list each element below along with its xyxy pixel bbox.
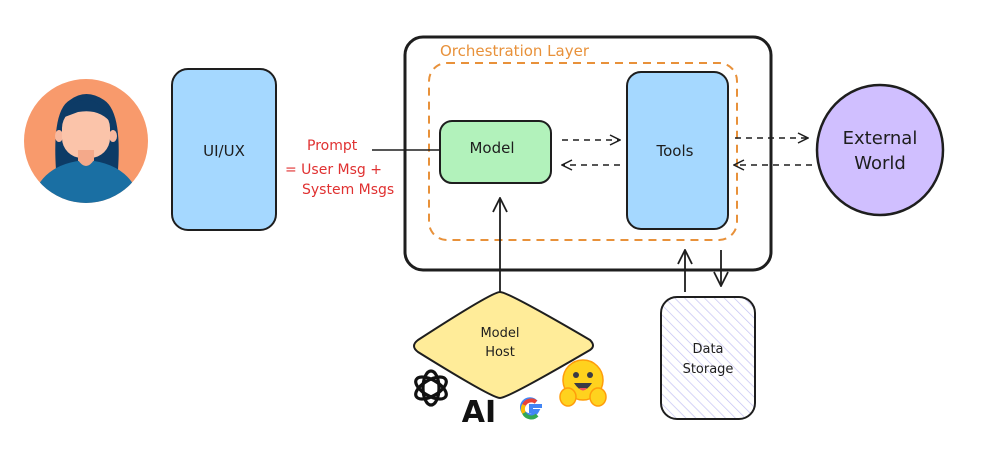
user-avatar: [24, 79, 148, 203]
model-label: Model: [469, 139, 514, 157]
orchestration-layer-box: [428, 62, 738, 241]
openai-logo-icon: [414, 369, 448, 407]
huggingface-logo-icon: [559, 359, 607, 407]
anthropic-logo-icon: AI: [462, 395, 496, 430]
prompt-line-1: Prompt: [307, 138, 358, 154]
ui-ux-box[interactable]: UI/UX: [171, 68, 277, 231]
model-host-node[interactable]: Model Host: [413, 290, 594, 400]
data-storage-node[interactable]: Data Storage: [660, 296, 756, 420]
prompt-line-2: = User Msg +: [285, 162, 382, 178]
external-world-line-1: External: [843, 128, 918, 149]
prompt-annotation: Prompt = User Msg + System Msgs: [285, 138, 394, 198]
model-box[interactable]: Model: [439, 120, 552, 184]
prompt-line-3: System Msgs: [302, 182, 394, 198]
model-host-line-1: Model: [480, 326, 519, 341]
outer-system-box: [403, 35, 773, 272]
orchestration-layer-title: Orchestration Layer: [440, 42, 590, 60]
external-world-node[interactable]: External World: [815, 83, 945, 217]
external-world-line-2: World: [854, 153, 906, 174]
google-logo-icon: [519, 397, 542, 420]
ui-ux-label: UI/UX: [203, 142, 245, 160]
data-storage-line-2: Storage: [683, 362, 734, 377]
data-storage-line-1: Data: [692, 342, 723, 357]
model-host-line-2: Host: [485, 345, 515, 360]
tools-label: Tools: [656, 142, 694, 160]
tools-box[interactable]: Tools: [626, 71, 729, 230]
